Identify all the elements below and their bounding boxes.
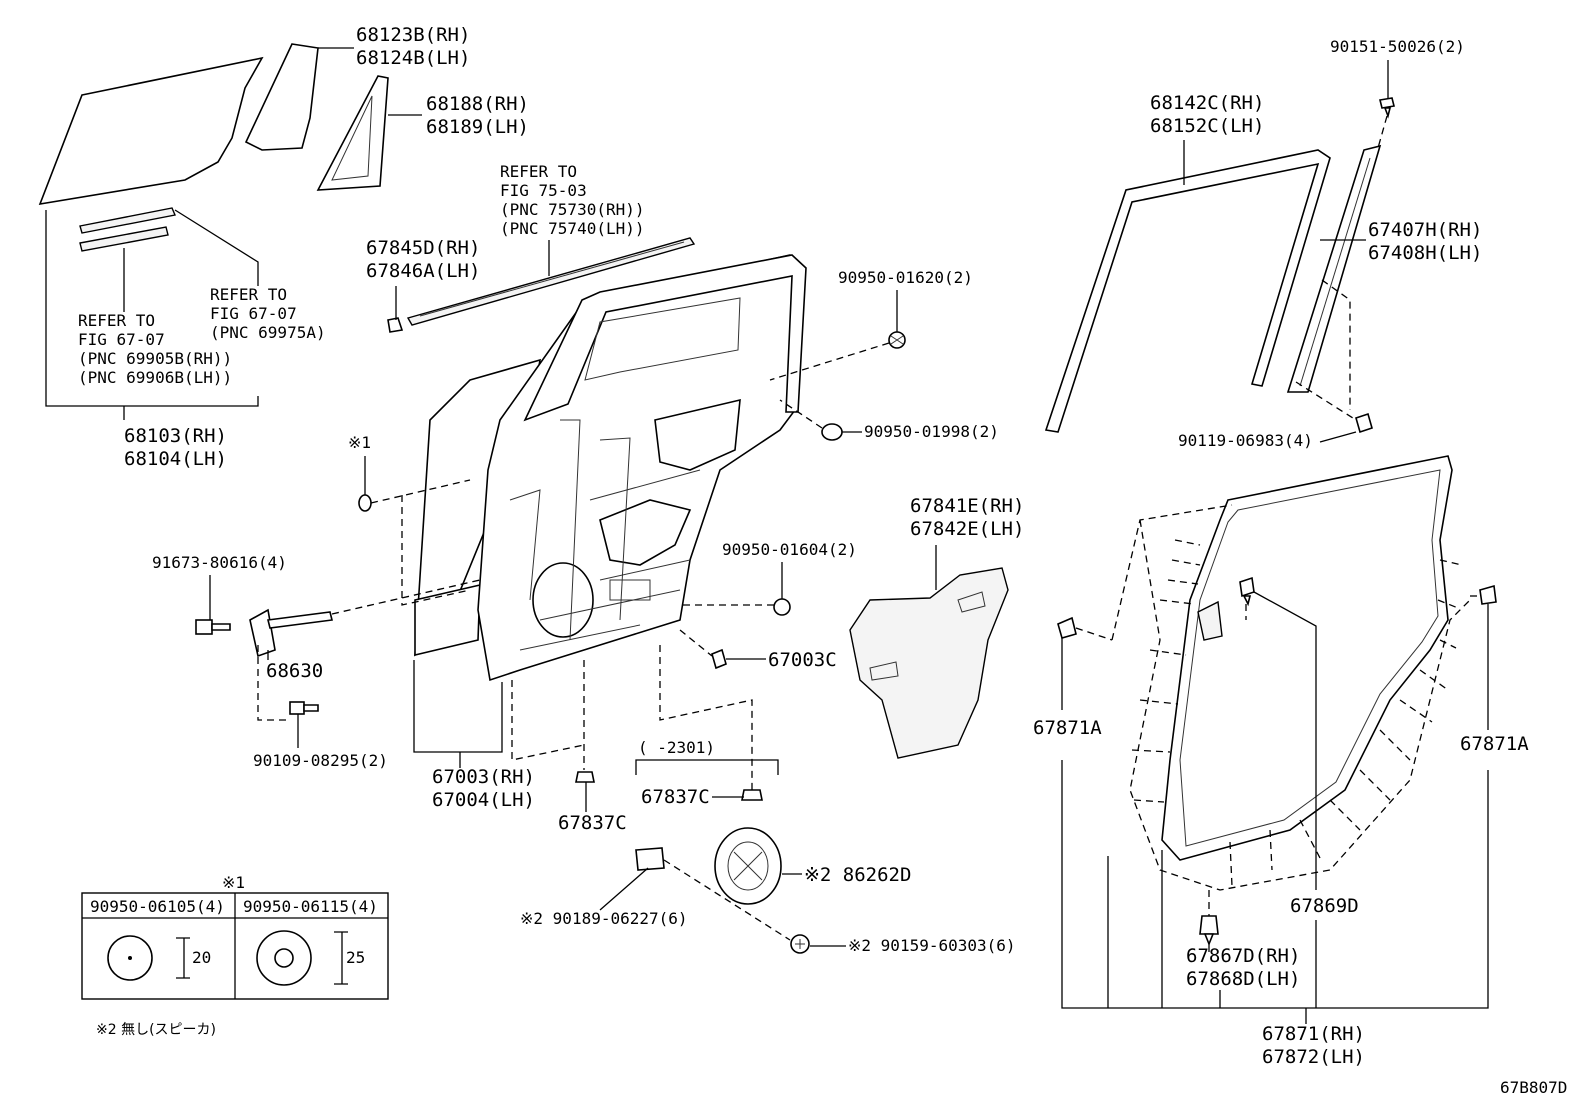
label-refer-c-4: (PNC 75740(LH)) (500, 219, 645, 238)
label-clip-67871a-right: 67871A (1460, 733, 1529, 755)
clip-67837c-a[interactable] (575, 771, 595, 783)
label-refer-b-1: REFER TO (78, 311, 155, 330)
label-seal-lh: 67842E(LH) (910, 518, 1024, 540)
label-refer-c-2: FIG 75-03 (500, 181, 587, 200)
label-speaker-86262d: ※2 86262D (804, 864, 911, 886)
label-wstrip-lh: 67872(LH) (1262, 1046, 1365, 1068)
plug-25-illustration (256, 930, 348, 986)
screw-90151[interactable] (1379, 97, 1395, 119)
label-plug-90950-01604: 90950-01604(2) (722, 540, 857, 559)
label-moulding-rh: 67845D(RH) (366, 237, 480, 259)
label-panel-lh: 67004(LH) (432, 789, 535, 811)
label-quarter-glass-rh: 68188(RH) (426, 93, 529, 115)
screw-90119[interactable] (1355, 412, 1373, 434)
door-check[interactable] (249, 608, 333, 658)
belt-moulding[interactable] (406, 237, 696, 326)
label-refer-b-3: (PNC 69905B(RH)) (78, 349, 232, 368)
label-refer-a-1: REFER TO (210, 285, 287, 304)
label-check-68630: 68630 (266, 660, 323, 682)
glass-channel-strip[interactable] (79, 207, 176, 252)
plug-90950-01998[interactable] (821, 423, 843, 441)
label-glass-lh: 68124B(LH) (356, 47, 470, 69)
door-weatherstrip[interactable] (1161, 455, 1453, 861)
plug-note1[interactable] (358, 494, 372, 512)
label-clip-67869d: 67869D (1290, 895, 1359, 917)
label-bolt-91673: 91673-80616(4) (152, 553, 287, 572)
label-refer-c-1: REFER TO (500, 162, 577, 181)
label-moulding-lh: 67846A(LH) (366, 260, 480, 282)
label-clip-90189: ※2 90189-06227(6) (520, 909, 688, 928)
table-dim-1: 25 (346, 948, 365, 967)
clip-67003c[interactable] (711, 648, 727, 670)
plug-20-illustration (107, 935, 190, 981)
label-refer-c-3: (PNC 75730(RH)) (500, 200, 645, 219)
label-clip-67003c: 67003C (768, 649, 837, 671)
label-clip-67867d-rh: 67867D(RH) (1186, 945, 1300, 967)
label-plug-90950-01998: 90950-01998(2) (864, 422, 999, 441)
clip-67867d[interactable] (1199, 915, 1219, 947)
label-clip-67837c-b: 67837C (641, 786, 710, 808)
door-check-bolt[interactable] (195, 619, 231, 635)
label-date-range: ( -2301) (638, 738, 715, 757)
division-bar-weatherstrip[interactable] (1286, 144, 1382, 393)
glass-run-channel[interactable] (1044, 149, 1331, 433)
label-refer-a-3: (PNC 69975A) (210, 323, 326, 342)
label-note1: ※1 (348, 433, 371, 452)
label-run-lh: 68152C(LH) (1150, 115, 1264, 137)
label-clip-67871a-left: 67871A (1033, 717, 1102, 739)
label-refer-b-2: FIG 67-07 (78, 330, 165, 349)
label-weather-rh: 67407H(RH) (1368, 219, 1482, 241)
table-dim-0: 20 (192, 948, 211, 967)
label-wstrip-rh: 67871(RH) (1262, 1023, 1365, 1045)
label-glass-rh: 68123B(RH) (356, 24, 470, 46)
speaker[interactable] (714, 827, 782, 905)
label-glass-assy-lh: 68104(LH) (124, 448, 227, 470)
label-seal-rh: 67841E(RH) (910, 495, 1024, 517)
note2-text: ※2 無し(スピーカ) (96, 1022, 216, 1038)
label-panel-rh: 67003(RH) (432, 766, 535, 788)
bolt-90109[interactable] (289, 701, 319, 715)
clip-67871a-left[interactable] (1057, 616, 1077, 639)
quarter-glass-frame[interactable] (316, 75, 389, 191)
label-screw-90159: ※2 90159-60303(6) (848, 936, 1016, 955)
label-quarter-glass-lh: 68189(LH) (426, 116, 529, 138)
table-header-1: 90950-06115(4) (243, 897, 378, 916)
plug-90950-01604[interactable] (773, 598, 791, 616)
diagram-code: 67B807D (1500, 1078, 1567, 1097)
label-screw-90119: 90119-06983(4) (1178, 431, 1313, 450)
door-panel[interactable] (414, 254, 807, 682)
clip-67871a-right[interactable] (1479, 584, 1497, 605)
clip-67837c-b[interactable] (741, 789, 763, 801)
door-glass[interactable] (38, 56, 264, 206)
label-refer-b-4: (PNC 69906B(LH)) (78, 368, 232, 387)
label-clip-67868d-lh: 67868D(LH) (1186, 968, 1300, 990)
label-plug-90950-01620: 90950-01620(2) (838, 268, 973, 287)
plug-90950-01620[interactable] (888, 331, 906, 349)
label-run-rh: 68142C(RH) (1150, 92, 1264, 114)
table-header-0: 90950-06105(4) (90, 897, 225, 916)
label-bolt-90109: 90109-08295(2) (253, 751, 388, 770)
label-clip-67837c-a: 67837C (558, 812, 627, 834)
label-glass-assy-rh: 68103(RH) (124, 425, 227, 447)
table-title: ※1 (222, 873, 245, 892)
label-screw-90151: 90151-50026(2) (1330, 37, 1465, 56)
service-hole-cover[interactable] (849, 567, 1009, 759)
label-refer-a-2: FIG 67-07 (210, 304, 297, 323)
label-weather-lh: 67408H(LH) (1368, 242, 1482, 264)
speaker-screw[interactable] (790, 934, 810, 954)
speaker-clip[interactable] (635, 847, 665, 871)
moulding-clip[interactable] (387, 317, 404, 333)
